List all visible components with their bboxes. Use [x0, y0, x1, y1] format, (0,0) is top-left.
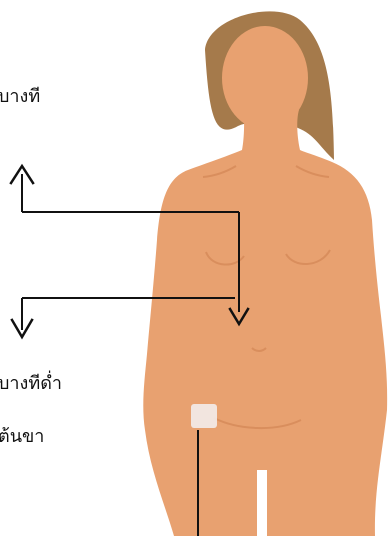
label-middle: บางทีด่ำ [0, 375, 62, 393]
face [222, 26, 308, 130]
label-lower: ต้นขา [0, 428, 44, 446]
label-upper: บางที [0, 88, 40, 106]
thigh-patch [191, 404, 217, 428]
